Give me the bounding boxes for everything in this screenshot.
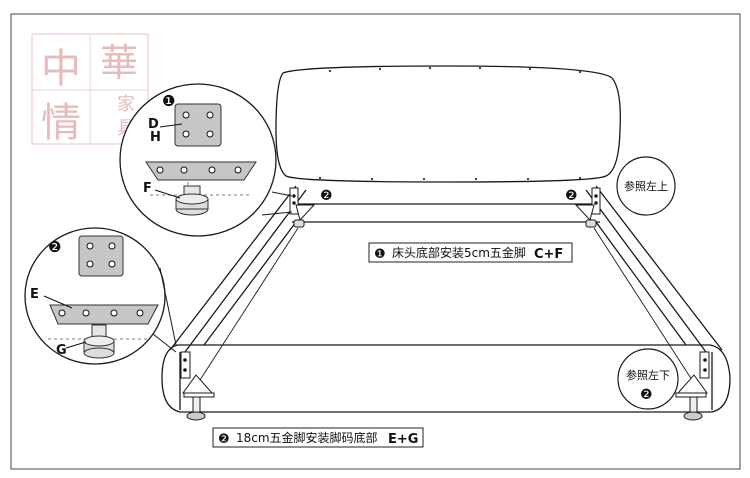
head-left-bracket: [289, 187, 316, 228]
step-2-marker-left: ❷: [320, 188, 333, 204]
head-right-bracket: [574, 187, 601, 228]
caption-step-2: ❷ 18cm五金脚安装脚码底部 E+G: [212, 427, 424, 448]
vertical-bracket-plate-2: [78, 235, 124, 277]
reference-top-text: 参照左上: [624, 179, 668, 193]
watermark-char-3: 情: [41, 100, 81, 146]
caption-step-2-code: E+G: [388, 432, 418, 447]
caption-step-1-code: C+F: [534, 247, 563, 262]
headboard-stitching: [318, 66, 582, 181]
watermark-char-2: 華: [100, 41, 138, 85]
detail-left-step: ❷: [48, 238, 61, 256]
caption-step-2-bullet: ❷: [218, 432, 230, 447]
reference-bottom-right: 参照左下 ❷: [617, 348, 679, 410]
caption-step-2-text: 18cm五金脚安装脚码底部: [236, 430, 378, 445]
reference-bottom-step: ❷: [640, 387, 653, 403]
label-g: G: [56, 343, 67, 358]
outer-frame: [10, 13, 741, 470]
reference-top-right: 参照左上: [616, 156, 676, 216]
detail-left-callout: ❷ E G: [24, 227, 177, 365]
horizontal-bracket-plate-2: [49, 304, 159, 325]
label-h: H: [150, 130, 161, 145]
horizontal-bracket-plate: [145, 161, 257, 181]
foot-left-bracket: [180, 351, 215, 421]
detail-top-step: ❶: [162, 92, 175, 110]
label-f: F: [143, 181, 152, 196]
footboard: [161, 344, 731, 413]
headboard: [275, 65, 621, 183]
caption-step-1: ❶ 床头底部安装5cm五金脚 C+F: [368, 242, 573, 263]
caption-step-1-text: 床头底部安装5cm五金脚: [392, 245, 526, 260]
label-e: E: [30, 287, 39, 302]
label-d: D: [148, 117, 159, 132]
step-2-marker-right: ❷: [565, 188, 578, 204]
detail-top-callout: ❶ D H F: [119, 83, 293, 237]
bed-frame: [161, 65, 731, 413]
watermark-logo: 中 華 情 家 具: [31, 33, 149, 146]
foot-right-bracket: [675, 351, 710, 421]
vertical-bracket-plate: [174, 103, 222, 147]
watermark-char-1: 中: [41, 46, 81, 92]
watermark-char-4: 家: [117, 94, 135, 115]
caption-step-1-bullet: ❶: [374, 247, 386, 262]
reference-bottom-text: 参照左下: [626, 368, 670, 382]
